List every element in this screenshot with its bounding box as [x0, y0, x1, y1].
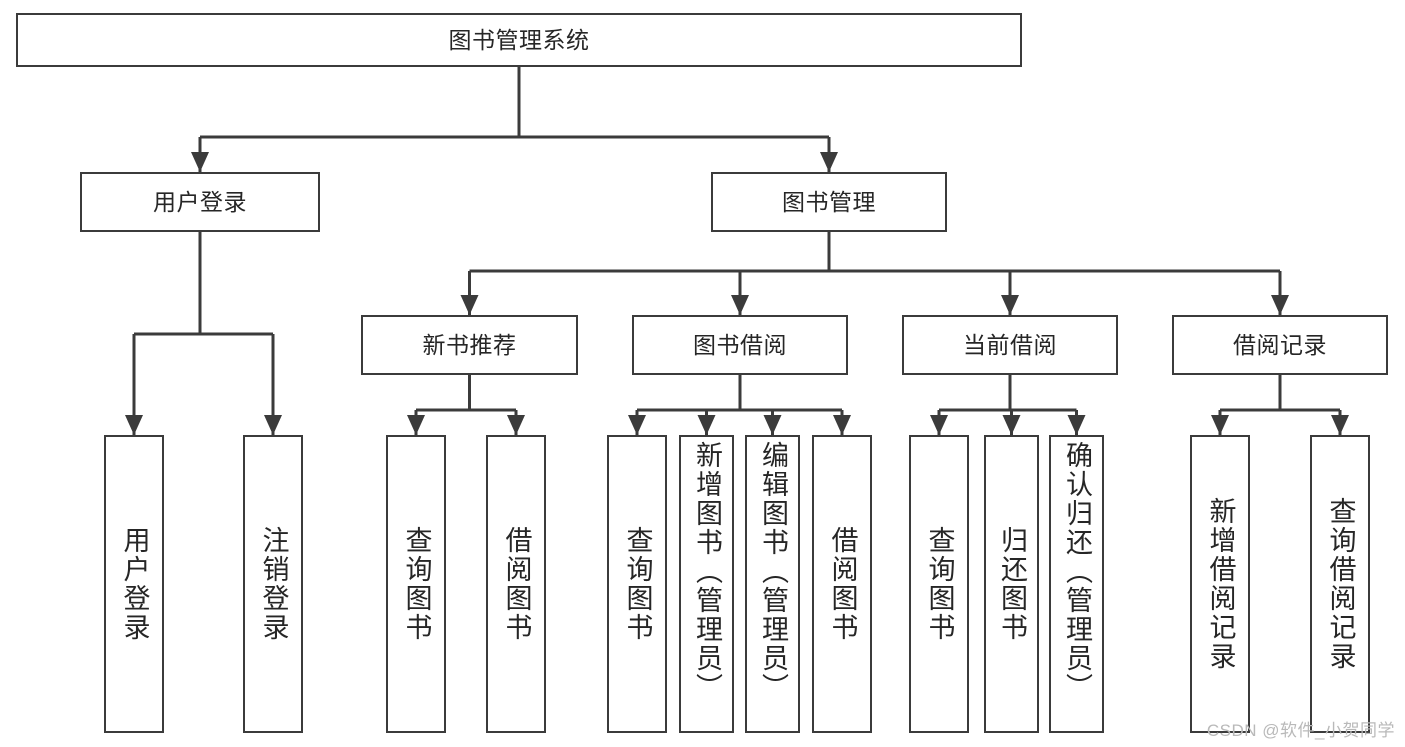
node-new-book-recommendation[interactable]: 新书推荐 — [361, 315, 578, 375]
node-current-borrowing[interactable]: 当前借阅 — [902, 315, 1118, 375]
node-book-borrowing-label: 图书借阅 — [693, 331, 787, 358]
node-borrowing-records[interactable]: 借阅记录 — [1172, 315, 1388, 375]
node-leaf-query-book-c[interactable]: 查询图书 — [909, 435, 969, 733]
node-leaf-user-login[interactable]: 用户登录 — [104, 435, 164, 733]
node-user-login[interactable]: 用户登录 — [80, 172, 320, 232]
node-leaf-query-book-b-label: 查询图书 — [622, 526, 653, 642]
node-leaf-query-book-b[interactable]: 查询图书 — [607, 435, 667, 733]
node-current-borrowing-label: 当前借阅 — [963, 331, 1057, 358]
node-leaf-edit-book-label: 编辑图书（管理员） — [758, 441, 788, 702]
node-root[interactable]: 图书管理系统 — [16, 13, 1022, 67]
node-leaf-borrow-book-b-label: 借阅图书 — [827, 526, 858, 642]
node-leaf-confirm-return[interactable]: 确认归还（管理员） — [1049, 435, 1104, 733]
node-leaf-logout-label: 注销登录 — [258, 526, 289, 642]
node-user-login-label: 用户登录 — [153, 188, 247, 215]
node-leaf-logout[interactable]: 注销登录 — [243, 435, 303, 733]
node-leaf-query-book-c-label: 查询图书 — [924, 526, 955, 642]
node-leaf-edit-book[interactable]: 编辑图书（管理员） — [745, 435, 800, 733]
node-leaf-return-book[interactable]: 归还图书 — [984, 435, 1039, 733]
node-leaf-query-record[interactable]: 查询借阅记录 — [1310, 435, 1370, 733]
node-leaf-add-book-label: 新增图书（管理员） — [692, 441, 722, 702]
node-leaf-query-book-a[interactable]: 查询图书 — [386, 435, 446, 733]
node-leaf-add-record-label: 新增借阅记录 — [1205, 497, 1236, 671]
node-leaf-add-record[interactable]: 新增借阅记录 — [1190, 435, 1250, 733]
node-leaf-return-book-label: 归还图书 — [997, 526, 1027, 642]
node-leaf-query-record-label: 查询借阅记录 — [1325, 497, 1356, 671]
node-book-borrowing[interactable]: 图书借阅 — [632, 315, 848, 375]
node-leaf-borrow-book-a-label: 借阅图书 — [501, 526, 532, 642]
node-leaf-borrow-book-b[interactable]: 借阅图书 — [812, 435, 872, 733]
node-borrowing-records-label: 借阅记录 — [1233, 331, 1327, 358]
node-leaf-confirm-return-label: 确认归还（管理员） — [1062, 441, 1092, 702]
node-leaf-add-book[interactable]: 新增图书（管理员） — [679, 435, 734, 733]
node-leaf-borrow-book-a[interactable]: 借阅图书 — [486, 435, 546, 733]
node-leaf-query-book-a-label: 查询图书 — [401, 526, 432, 642]
node-new-book-recommendation-label: 新书推荐 — [422, 331, 517, 358]
node-root-label: 图书管理系统 — [448, 26, 590, 53]
node-leaf-user-login-label: 用户登录 — [119, 526, 150, 642]
node-book-management[interactable]: 图书管理 — [711, 172, 947, 232]
watermark: CSDN @软件_小贺同学 — [1206, 721, 1395, 740]
node-book-management-label: 图书管理 — [782, 188, 876, 215]
